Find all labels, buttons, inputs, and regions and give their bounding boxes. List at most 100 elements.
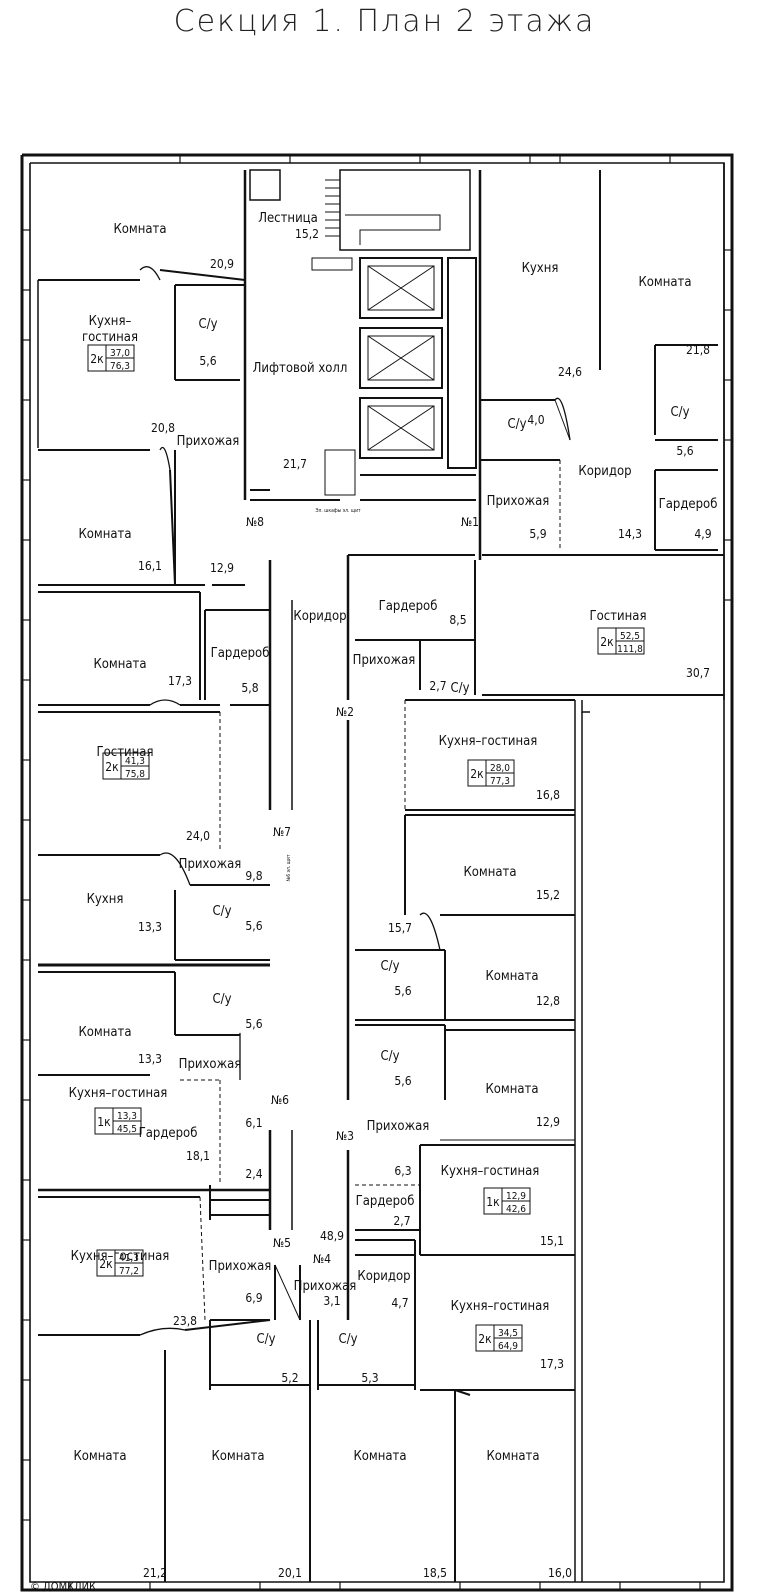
apartment-rooms: 1к xyxy=(486,1195,500,1209)
room-area: 6,9 xyxy=(245,1291,262,1305)
room-area: 20,8 xyxy=(151,421,175,435)
room-area: 5,9 xyxy=(529,527,546,541)
room-area: 5,6 xyxy=(199,354,216,368)
room-name: Кухня–гостиная xyxy=(451,1299,550,1314)
apartment-number: №8 xyxy=(246,515,264,529)
apartment-rooms: 2к xyxy=(478,1332,492,1346)
room-name: Коридор xyxy=(293,609,346,624)
room-name: С/у xyxy=(450,681,469,696)
wall-block xyxy=(249,169,281,201)
room-name: Комната xyxy=(113,222,166,237)
wall-segment xyxy=(554,399,571,441)
room-area: 14,3 xyxy=(618,527,642,541)
room-area: 4,0 xyxy=(527,413,544,427)
room-area: 3,1 xyxy=(323,1294,340,1308)
room-area: 2,7 xyxy=(429,679,446,693)
room-area: 5,6 xyxy=(245,919,262,933)
room-name: Кухня– xyxy=(89,314,132,329)
room-area: 48,9 xyxy=(320,1229,344,1243)
door-arc xyxy=(419,912,441,951)
room-name: Комната xyxy=(78,527,131,542)
apartment-number: №3 xyxy=(336,1129,354,1143)
room-name: Кухня xyxy=(522,261,559,276)
door-arc xyxy=(554,397,571,441)
room-area: 5,6 xyxy=(394,984,411,998)
room-name: Гостиная xyxy=(590,609,647,624)
room-name: Кухня xyxy=(87,892,124,907)
room-name: Коридор xyxy=(578,464,631,479)
room-name: Прихожая xyxy=(353,653,416,668)
wall-segment xyxy=(367,405,435,451)
apartment-living-area: 34,5 xyxy=(498,1328,518,1339)
room-name: С/у xyxy=(380,959,399,974)
wall-block xyxy=(311,257,353,271)
walls xyxy=(20,153,734,1592)
wall-outline xyxy=(20,153,734,1592)
room-name: Прихожая xyxy=(179,1057,242,1072)
room-area: 12,8 xyxy=(536,994,560,1008)
wall-block xyxy=(359,397,443,459)
door-arc xyxy=(149,699,181,706)
apartment-rooms: 2к xyxy=(470,767,484,781)
room-area: 21,7 xyxy=(283,457,307,471)
room-name: Прихожая xyxy=(179,857,242,872)
door-arc xyxy=(159,852,191,886)
room-area: 4,9 xyxy=(694,527,711,541)
wall-block xyxy=(367,405,435,451)
apartment-total-area: 45,5 xyxy=(117,1124,137,1135)
watermark: © ДОМКЛИК xyxy=(30,1580,96,1593)
room-area: 5,8 xyxy=(241,681,258,695)
apartment-rooms: 2к xyxy=(600,635,614,649)
room-area: 12,9 xyxy=(536,1115,560,1129)
room-name: Комната xyxy=(353,1449,406,1464)
note-label: №6 эл. щит xyxy=(286,854,292,881)
room-name: С/у xyxy=(670,405,689,420)
wall-outline xyxy=(581,700,590,713)
room-area: 12,9 xyxy=(210,561,234,575)
room-area: 24,0 xyxy=(186,829,210,843)
apartment-rooms: 1к xyxy=(97,1115,111,1129)
apartment-rooms: 2к xyxy=(90,352,104,366)
room-area: 5,6 xyxy=(394,1074,411,1088)
room-area: 20,1 xyxy=(278,1566,302,1580)
room-area: 15,1 xyxy=(540,1234,564,1248)
room-name: Комната xyxy=(638,275,691,290)
apartment-number: №7 xyxy=(273,825,291,839)
room-area: 4,7 xyxy=(391,1296,408,1310)
room-area: 21,8 xyxy=(686,343,710,357)
room-area: 13,3 xyxy=(138,1052,162,1066)
wall-segment xyxy=(274,1264,301,1321)
fixtures xyxy=(139,179,571,1336)
wall-block xyxy=(367,335,435,381)
wall-segment xyxy=(454,1389,471,1396)
apartment-number: №2 xyxy=(336,705,354,719)
room-area: 21,2 xyxy=(143,1566,167,1580)
room-name: Прихожая xyxy=(209,1259,272,1274)
apartment-living-area: 13,3 xyxy=(117,1111,137,1122)
room-name: Комната xyxy=(485,969,538,984)
room-name: Кухня–гостиная xyxy=(71,1249,170,1264)
wall-block xyxy=(447,257,477,469)
wall-block xyxy=(339,169,471,251)
room-name: С/у xyxy=(212,992,231,1007)
room-area: 15,2 xyxy=(536,888,560,902)
room-name: С/у xyxy=(198,317,217,332)
apartment-total-area: 77,2 xyxy=(119,1266,139,1277)
room-name: Комната xyxy=(211,1449,264,1464)
room-area: 13,3 xyxy=(138,920,162,934)
door-arc xyxy=(139,1327,186,1336)
wall-block xyxy=(324,449,356,496)
room-name: Комната xyxy=(73,1449,126,1464)
apartment-total-area: 64,9 xyxy=(498,1341,518,1352)
apartment-total-area: 42,6 xyxy=(506,1204,526,1215)
room-area: 18,5 xyxy=(423,1566,447,1580)
room-area: 5,6 xyxy=(245,1017,262,1031)
room-name: Гардероб xyxy=(139,1126,198,1141)
room-name: Прихожая xyxy=(177,434,240,449)
room-name: Гардероб xyxy=(356,1194,415,1209)
room-area: 2,7 xyxy=(393,1214,410,1228)
room-area: 16,0 xyxy=(548,1566,572,1580)
